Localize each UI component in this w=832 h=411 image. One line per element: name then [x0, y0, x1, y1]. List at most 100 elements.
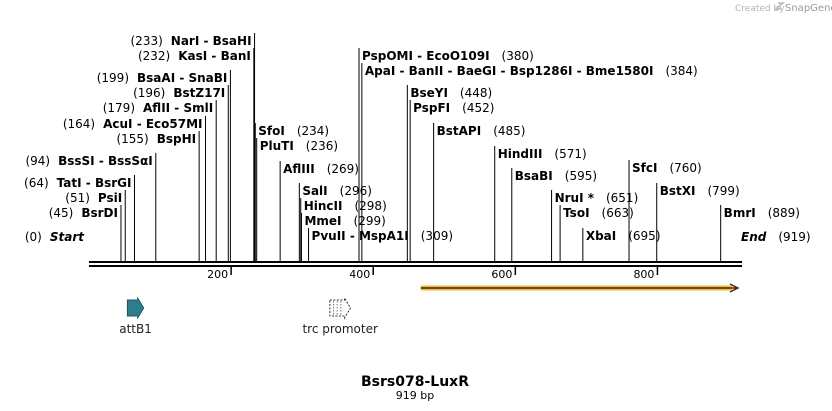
cut-site-position: (233): [131, 34, 163, 48]
cut-site-bsrdi[interactable]: (45)BsrDI: [49, 206, 118, 220]
cut-site-name: ApaI - BanII - BaeGI - Bsp1286I - Bme158…: [365, 64, 654, 78]
ruler-tick-label: 800: [633, 268, 654, 281]
cut-site-name: BstAPI: [437, 124, 482, 138]
ruler-tick-label: 200: [207, 268, 228, 281]
cut-site-name: NarI - BsaHI: [171, 34, 252, 48]
cut-site-apai-banii-baegi-bsp1286i-bme1580i[interactable]: ApaI - BanII - BaeGI - Bsp1286I - Bme158…: [365, 64, 698, 78]
cut-site-name: BseYI: [410, 86, 448, 100]
cut-site-name: TsoI: [563, 206, 589, 220]
cut-site-sfci[interactable]: SfcI (760): [632, 161, 702, 175]
cut-site-position: (384): [665, 64, 697, 78]
cut-site-sali[interactable]: SalI (296): [302, 184, 372, 198]
feature-arrow-icon: [329, 296, 352, 320]
feature-attb1[interactable]: attB1: [119, 296, 152, 336]
cut-site-position: (269): [327, 162, 359, 176]
cut-site-hincii[interactable]: HincII (298): [304, 199, 387, 213]
cut-site-name: PsiI: [98, 191, 122, 205]
cut-site-bmri[interactable]: BmrI(889): [724, 206, 800, 220]
cut-site-name: BsaBI: [515, 169, 553, 183]
cut-site-name: Start: [50, 230, 85, 244]
cut-site-bstz17i[interactable]: (196)BstZ17I: [133, 86, 225, 100]
cut-site-position: (296): [340, 184, 372, 198]
cut-site-nari-bsahi[interactable]: (233) NarI - BsaHI: [131, 34, 252, 48]
cut-site-position: (663): [602, 206, 634, 220]
cut-site-name: PspFI: [413, 101, 450, 115]
ruler-tick-label: 400: [349, 268, 370, 281]
cut-site-bstxi[interactable]: BstXI(799): [660, 184, 740, 198]
cut-site-position: (0): [25, 230, 42, 244]
cut-site-position: (299): [354, 214, 386, 228]
cut-site-position: (799): [707, 184, 739, 198]
cut-site-end[interactable]: End(919): [741, 230, 811, 244]
feature-arrow-icon: [126, 296, 145, 320]
cut-site-name: HindIII: [498, 147, 543, 161]
cut-site-name: AcuI - Eco57MI: [103, 117, 202, 131]
cut-site-mmei[interactable]: MmeI (299): [304, 214, 385, 228]
orf-arrow[interactable]: [420, 283, 740, 293]
cut-site-pspomi-ecoo109i[interactable]: PspOMI - EcoO109I(380): [362, 49, 534, 63]
features: attB1 trc promoter: [119, 296, 378, 336]
cut-site-position: (298): [354, 199, 386, 213]
cut-site-position: (51): [65, 191, 90, 205]
sequence-name: Bsrs078-LuxR: [361, 374, 469, 390]
cut-site-bseyi[interactable]: BseYI(448): [410, 86, 492, 100]
cut-site-position: (155): [116, 132, 148, 146]
cut-site-name: MmeI: [304, 214, 341, 228]
cut-site-name: PvuII - MspA1I: [312, 229, 409, 243]
cut-site-position: (199): [97, 71, 129, 85]
cut-site-bstapi[interactable]: BstAPI(485): [437, 124, 526, 138]
cut-site-position: (94): [25, 154, 50, 168]
cut-site-name: XbaI: [586, 229, 616, 243]
cut-site-tsoi[interactable]: TsoI (663): [563, 206, 634, 220]
cut-site-name: BspHI: [157, 132, 196, 146]
snapgene-logo-icon: [773, 2, 786, 10]
cut-site-position: (452): [462, 101, 494, 115]
cut-site-psii[interactable]: (51) PsiI: [65, 191, 122, 205]
cut-site-pspfi[interactable]: PspFI (452): [413, 101, 494, 115]
cut-site-name: PspOMI - EcoO109I: [362, 49, 490, 63]
cut-site-bsaai-snabi[interactable]: (199) BsaAI - SnaBI: [97, 71, 228, 85]
cut-site-name: BmrI: [724, 206, 756, 220]
cut-site-hindiii[interactable]: HindIII (571): [498, 147, 587, 161]
cut-site-name: BsaAI - SnaBI: [137, 71, 227, 85]
cut-site-kasi-bani[interactable]: (232) KasI - BanI: [138, 49, 251, 63]
cut-site-start[interactable]: (0) Start: [25, 230, 85, 244]
cut-site-afliii[interactable]: AflIII (269): [283, 162, 359, 176]
feature-label: trc promoter: [302, 322, 378, 336]
cut-site-nrui[interactable]: NruI *(651): [555, 191, 639, 205]
cut-site-name: AflII - SmlI: [143, 101, 213, 115]
cut-site-bsssi-bsss-i[interactable]: (94) BssSI - BssSαI: [25, 154, 152, 168]
cut-site-position: (179): [103, 101, 135, 115]
cut-site-tati-bsrgi[interactable]: (64)TatI - BsrGI: [24, 176, 131, 190]
credit-brand: SnapGene: [785, 3, 832, 14]
cut-site-pluti[interactable]: PluTI(236): [260, 139, 338, 153]
feature-label: attB1: [119, 322, 152, 336]
cut-site-position: (236): [306, 139, 338, 153]
cut-site-bsphi[interactable]: (155) BspHI: [116, 132, 196, 146]
cut-site-position: (309): [421, 229, 453, 243]
sequence-length: 919 bp: [396, 389, 434, 402]
cut-site-position: (760): [669, 161, 701, 175]
cut-site-aflii-smli[interactable]: (179) AflII - SmlI: [103, 101, 213, 115]
cut-site-name: BssSI - BssSαI: [58, 154, 153, 168]
credit: Created by SnapGene: [735, 2, 832, 14]
cut-site-name: AflIII: [283, 162, 315, 176]
cut-site-xbai[interactable]: XbaI(695): [586, 229, 661, 243]
backbone-top-strand: [89, 261, 742, 263]
cut-site-name: SfcI: [632, 161, 657, 175]
cut-site-position: (232): [138, 49, 170, 63]
cut-site-acui-eco57mi[interactable]: (164)AcuI - Eco57MI: [63, 117, 203, 131]
cut-site-name: KasI - BanI: [178, 49, 251, 63]
cut-site-sfoi[interactable]: SfoI(234): [258, 124, 329, 138]
cut-site-bsabi[interactable]: BsaBI (595): [515, 169, 597, 183]
cut-site-labels: (0) Start (45)BsrDI(51) PsiI(64)TatI - BsrG…: [24, 34, 811, 244]
cut-site-name: HincII: [304, 199, 343, 213]
cut-site-name: SalI: [302, 184, 327, 198]
feature-trc-promoter[interactable]: trc promoter: [302, 296, 378, 336]
cut-site-position: (595): [565, 169, 597, 183]
orf-arrowhead-icon: [729, 283, 740, 293]
cut-site-pvuii-mspa1i[interactable]: PvuII - MspA1I (309): [312, 229, 453, 243]
cut-site-position: (64): [24, 176, 49, 190]
cut-site-position: (571): [554, 147, 586, 161]
